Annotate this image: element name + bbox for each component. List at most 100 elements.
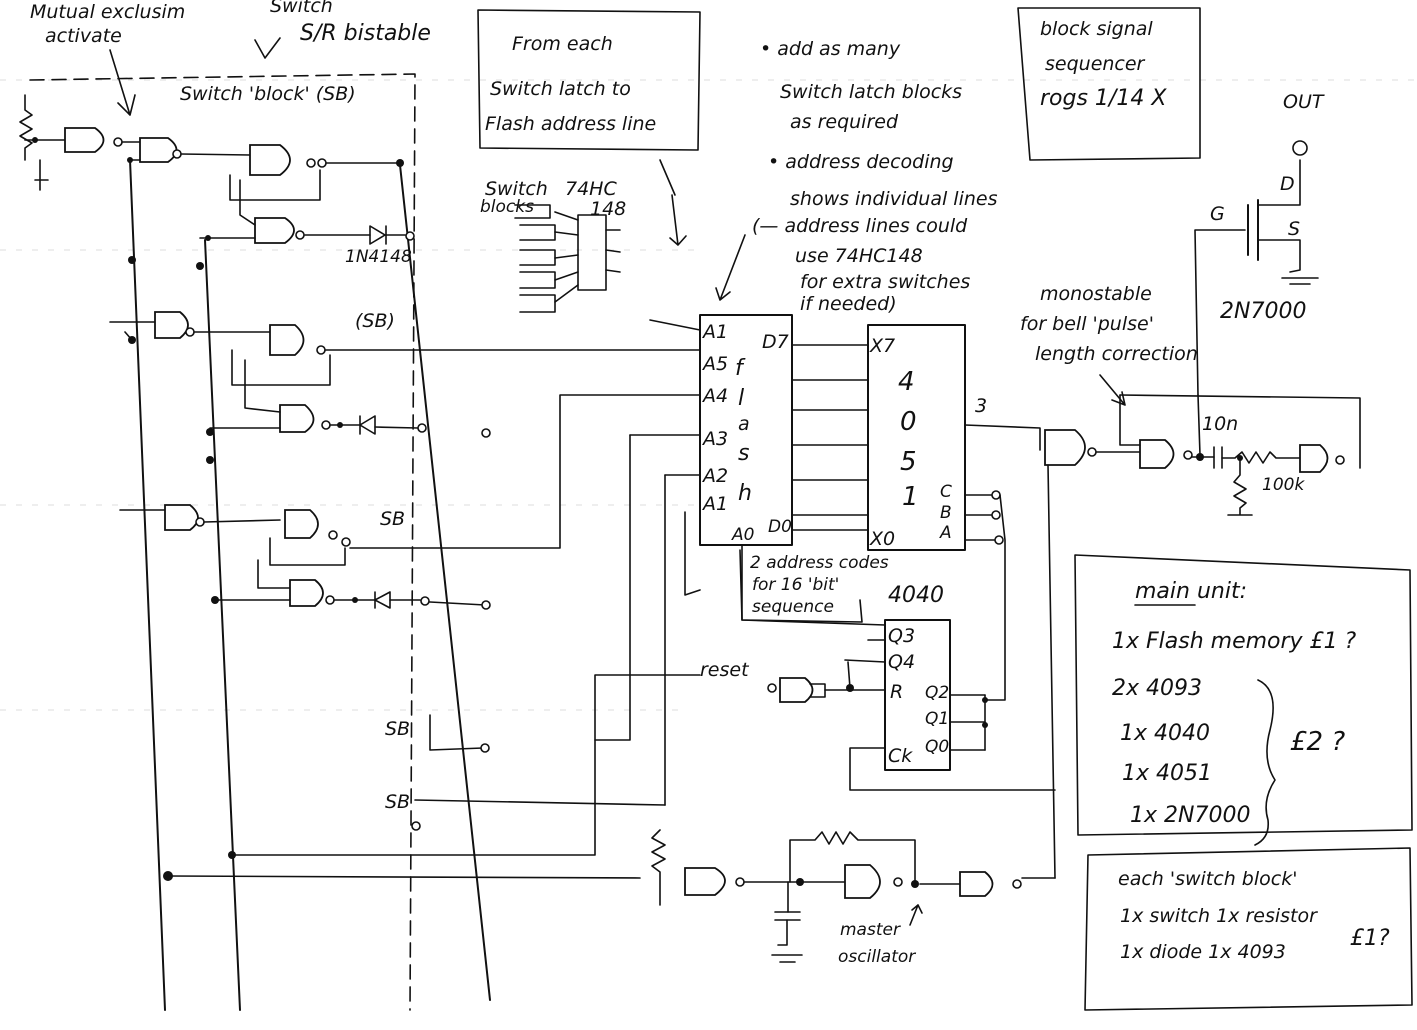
pin-d0: D0 <box>768 517 792 537</box>
item-2n7000: 1x 2N7000 <box>1130 803 1250 828</box>
note-use-74hc148: use 74HC148 <box>795 245 923 267</box>
mux-output-3: 3 <box>975 395 987 417</box>
flash-left-pins: A1 A5 A4 A3 A2 A1 <box>701 321 728 515</box>
note-sb-3: SB <box>380 508 405 530</box>
pin-d7: D7 <box>762 331 789 353</box>
note-length-correction: length correction <box>1035 343 1198 365</box>
pin-r: R <box>890 681 903 703</box>
output-chain <box>1021 140 1361 879</box>
pin-q1: Q1 <box>925 709 949 729</box>
mux-digit-1: 1 <box>902 482 919 512</box>
note-block-signal: block signal <box>1040 18 1153 40</box>
flash-letter-h: h <box>738 481 752 506</box>
note-monostable: monostable <box>1040 283 1152 305</box>
note-rogs: rogs 1/14 X <box>1040 86 1167 111</box>
note-individual-lines: shows individual lines <box>790 188 998 210</box>
note-mutual-exclusion: Mutual exclusim <box>30 1 185 23</box>
switch-blocks-sketch <box>514 159 746 313</box>
note-address-decoding: • address decoding <box>768 151 954 173</box>
item-4051: 1x 4051 <box>1122 761 1212 786</box>
switch-block-area <box>19 73 701 1011</box>
note-sb-5: SB <box>385 791 410 813</box>
note-sb-4: SB <box>385 718 410 740</box>
switch-block-line-1: 1x switch 1x resistor <box>1120 905 1318 927</box>
label-10n: 10n <box>1202 413 1238 435</box>
label-4040: 4040 <box>888 583 944 608</box>
note-bell-pulse: for bell 'pulse' <box>1020 313 1154 335</box>
pin-x7: X7 <box>869 335 895 357</box>
note-latch-blocks: Switch latch blocks <box>780 81 962 103</box>
note-switch-latch: Switch latch to <box>490 78 631 100</box>
switch-block-cost: £1? <box>1350 926 1390 951</box>
pin-a4: A4 <box>701 385 728 407</box>
pin-a5: A5 <box>701 353 728 375</box>
flash-letter-l: l <box>738 386 744 411</box>
note-sb-2: (SB) <box>355 310 395 332</box>
note-as-required: as required <box>790 111 899 133</box>
note-oscillator: oscillator <box>838 947 916 967</box>
switch-block-title: each 'switch block' <box>1118 868 1297 890</box>
main-unit-title: main unit: <box>1135 579 1247 604</box>
label-2n7000: 2N7000 <box>1220 299 1306 324</box>
paper-bleed-lines <box>0 79 1417 711</box>
label-drain-d: D <box>1280 173 1295 195</box>
pin-q0: Q0 <box>925 737 949 757</box>
switch-block-line-2: 1x diode 1x 4093 <box>1120 941 1286 963</box>
mux-digit-5: 5 <box>900 447 917 477</box>
pin-c: C <box>940 482 952 502</box>
pin-a1-top: A1 <box>701 321 728 343</box>
main-unit-list: main unit: 1x Flash memory £1 ? 2x 4093 … <box>1112 579 1357 828</box>
pin-a0: A0 <box>731 525 754 545</box>
label-source-s: S <box>1288 218 1300 240</box>
item-4093: 2x 4093 <box>1112 676 1202 701</box>
label-100k: 100k <box>1262 475 1305 495</box>
pin-a1-bottom: A1 <box>701 493 728 515</box>
pin-q3: Q3 <box>888 625 915 647</box>
note-master: master <box>840 920 901 940</box>
item-flash-memory: 1x Flash memory £1 ? <box>1112 629 1357 654</box>
annotation-boxes <box>109 7 1413 1011</box>
label-gate-g: G <box>1210 203 1225 225</box>
counter-4040-ic: Q3 Q4 R Ck Q2 Q1 Q0 <box>741 544 1056 791</box>
note-2-address-codes: 2 address codes <box>750 553 889 573</box>
note-switch-blocks-2: blocks <box>480 197 534 217</box>
note-reset: reset <box>700 659 750 681</box>
pin-q4: Q4 <box>888 651 915 673</box>
item-4040: 1x 4040 <box>1120 721 1210 746</box>
note-switch: Switch <box>270 0 333 17</box>
note-out: OUT <box>1283 91 1325 113</box>
mux-digit-4: 4 <box>898 367 915 397</box>
flash-memory-ic <box>699 314 793 546</box>
pin-ck: Ck <box>888 745 913 767</box>
note-address-lines-could: (— address lines could <box>752 215 968 237</box>
note-74hc: 74HC <box>565 178 617 200</box>
note-16-bit: for 16 'bit' <box>752 575 839 595</box>
flash-letter-a: a <box>738 413 750 435</box>
pin-a2: A2 <box>701 465 728 487</box>
label-1n4148: 1N4148 <box>345 247 412 267</box>
mux-digit-0: 0 <box>900 407 917 437</box>
note-extra-switches: for extra switches <box>800 271 970 293</box>
pin-x0: X0 <box>869 528 895 550</box>
pin-q2: Q2 <box>925 683 949 703</box>
flash-right-pins: D7 f l a s h A0 D0 <box>731 331 792 545</box>
note-sequence: sequence <box>752 597 834 617</box>
pin-a3: A3 <box>701 428 728 450</box>
switch-block-list: each 'switch block' 1x switch 1x resisto… <box>1118 868 1390 963</box>
pin-a: A <box>939 523 952 543</box>
reset-gate <box>767 661 886 703</box>
master-oscillator <box>651 829 1022 963</box>
flash-letter-f: f <box>735 356 746 381</box>
note-sr-bistable: S/R bistable <box>300 21 431 46</box>
note-switch-blocks-1: Switch <box>485 178 548 200</box>
address-wiring <box>594 319 869 806</box>
note-switch-block: Switch 'block' (SB) <box>180 83 356 105</box>
note-add-many: • add as many <box>760 38 901 60</box>
pin-b: B <box>940 503 952 523</box>
note-from-each: From each <box>512 33 613 55</box>
note-activate: activate <box>45 25 122 47</box>
note-flash-address: Flash address line <box>485 113 656 135</box>
note-sequencer: sequencer <box>1045 53 1146 75</box>
mux-4051-ic: X7 4 0 5 1 X0 C B A 3 <box>867 324 1041 701</box>
